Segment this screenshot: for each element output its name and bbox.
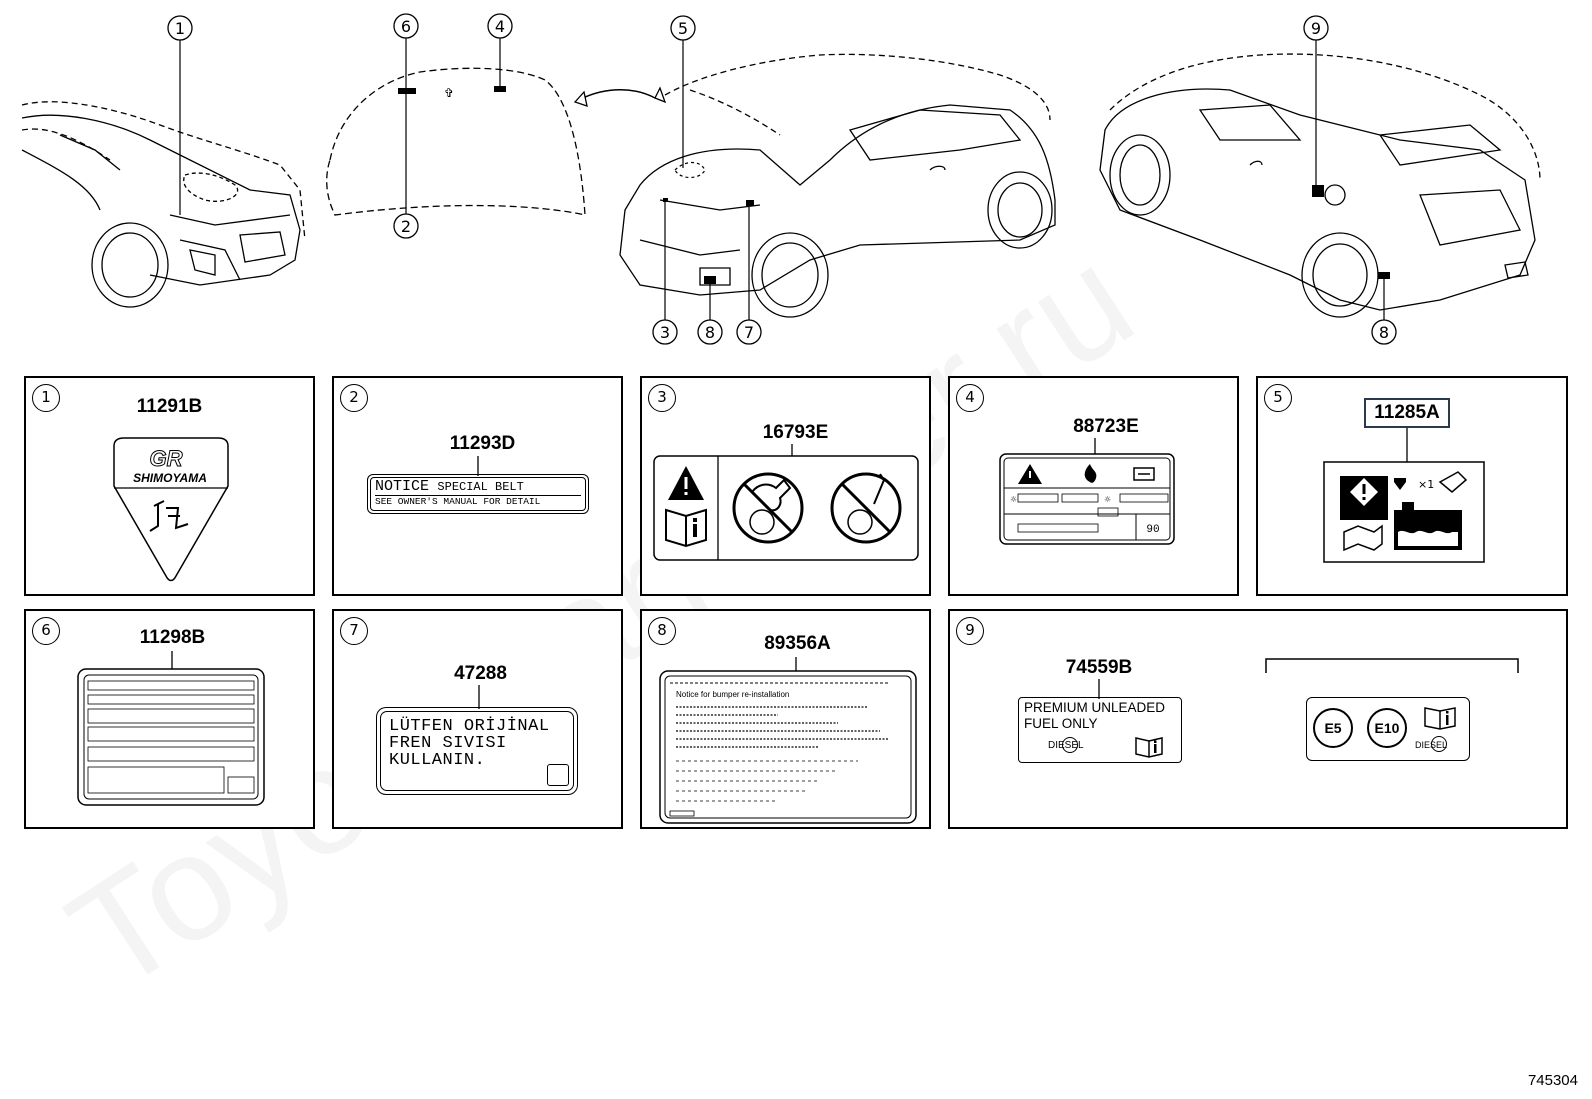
part-number: 88723E [1073, 416, 1139, 437]
callout-4: 4 [495, 17, 505, 36]
manual-icon [1424, 707, 1456, 730]
part-number: 89356A [764, 633, 831, 654]
panel-index: 1 [32, 384, 60, 412]
panel-4: 4 88723E ☼ ☼ 90 [948, 376, 1239, 596]
alt-label-bracket [1265, 658, 1519, 673]
panel-9: 9 74559B PREMIUM UNLEADED FUEL ONLY DIES… [948, 609, 1568, 829]
fuel-line-1: PREMIUM UNLEADED [1024, 700, 1166, 715]
fuel-label-e10: E5 E10 DIESEL [1306, 697, 1470, 761]
part-number: 11298B [139, 627, 206, 648]
see-manual-text: SEE OWNER'S MANUAL FOR DETAIL [375, 495, 581, 508]
brake-fluid-label: LÜTFEN ORİJİNAL FREN SIVISI KULLANIN. [376, 707, 578, 795]
callout-7: 7 [744, 323, 754, 342]
part-number: 47288 [454, 663, 507, 684]
panel-index: 5 [1264, 384, 1292, 412]
callout-3: 3 [660, 323, 670, 342]
fuel-line-2: FUEL ONLY [1024, 716, 1098, 731]
panel-index: 6 [32, 617, 60, 645]
callout-8a: 8 [705, 323, 715, 342]
battery-warning-label: ☼ ☼ 90 [999, 438, 1175, 545]
radiator-cap-icon [1394, 478, 1406, 490]
callout-9: 9 [1311, 19, 1321, 38]
callout-2: 2 [401, 217, 411, 236]
panel-3: 3 16793E [640, 376, 931, 596]
panel-index: 9 [956, 617, 984, 645]
shimoyama-text: SHIMOYAMA [133, 471, 207, 485]
bumper-notice-label: Notice for bumper re-installation [659, 657, 917, 824]
svg-text:☼: ☼ [1010, 495, 1017, 504]
panel-7: 7 47288 LÜTFEN ORİJİNAL FREN SIVISI KULL… [332, 609, 623, 829]
gr-shimoyama-emblem: GR SHIMOYAMA [113, 437, 229, 582]
notice-belt-label: NOTICE SPECIAL BELT SEE OWNER'S MANUAL F… [367, 474, 589, 514]
part-number: 11285A [1364, 398, 1450, 428]
notice-text: NOTICE [375, 478, 430, 495]
callout-5: 5 [678, 19, 688, 38]
battery-icon [1133, 467, 1155, 481]
panel-index: 2 [340, 384, 368, 412]
callout-1: 1 [175, 19, 185, 38]
fuel-label: PREMIUM UNLEADED FUEL ONLY DIESEL [1018, 697, 1182, 763]
callout-6: 6 [401, 17, 411, 36]
vehicle-illustrations: 1 ✞ 6 4 2 5 3 8 [21, 13, 1541, 345]
fire-icon [1084, 464, 1097, 483]
part-number: 16793E [762, 422, 829, 443]
svg-text:✞: ✞ [444, 86, 454, 100]
part-number: 11291B [136, 396, 203, 417]
e5-badge: E5 [1313, 708, 1353, 748]
part-number: 74559B [1065, 657, 1133, 678]
no-hand-fan-icon [732, 472, 804, 544]
gr-logo: GR [150, 446, 183, 471]
bumper-notice-text: Notice for bumper re-installation [676, 690, 789, 699]
brake-line-2: FREN SIVISI [389, 734, 507, 753]
panel-index: 4 [956, 384, 984, 412]
diagram-code: 745304 [1527, 1072, 1578, 1089]
special-belt-text: SPECIAL BELT [437, 480, 524, 494]
manual-icon [1343, 524, 1383, 552]
panel-6: 6 11298B [24, 609, 315, 829]
panel-index: 3 [648, 384, 676, 412]
times-one-text: ×1 [1418, 478, 1434, 491]
coolant-label: ×1 [1323, 428, 1485, 563]
panel-index: 7 [340, 617, 368, 645]
panel-2: 2 11293D NOTICE SPECIAL BELT SEE OWNER'S… [332, 376, 623, 596]
callout-8b: 8 [1379, 323, 1389, 342]
part-number: 11293D [449, 433, 516, 454]
panel-1: 1 11291B GR SHIMOYAMA [24, 376, 315, 596]
brake-line-1: LÜTFEN ORİJİNAL [389, 717, 550, 736]
brake-line-3: KULLANIN. [389, 751, 486, 770]
panel-8: 8 89356A Notice for bumper re-installati… [640, 609, 931, 829]
svg-text:☼: ☼ [1104, 495, 1111, 504]
pour-icon [1438, 471, 1468, 493]
no-tool-fan-icon [830, 472, 902, 544]
e10-badge: E10 [1367, 708, 1407, 748]
info-label-blank [77, 651, 265, 806]
panel-index: 8 [648, 617, 676, 645]
panel-5: 5 11285A ×1 [1256, 376, 1568, 596]
manual-icon [1135, 737, 1163, 758]
fan-warning-label [653, 444, 919, 561]
label-90-text: 90 [1146, 524, 1159, 536]
